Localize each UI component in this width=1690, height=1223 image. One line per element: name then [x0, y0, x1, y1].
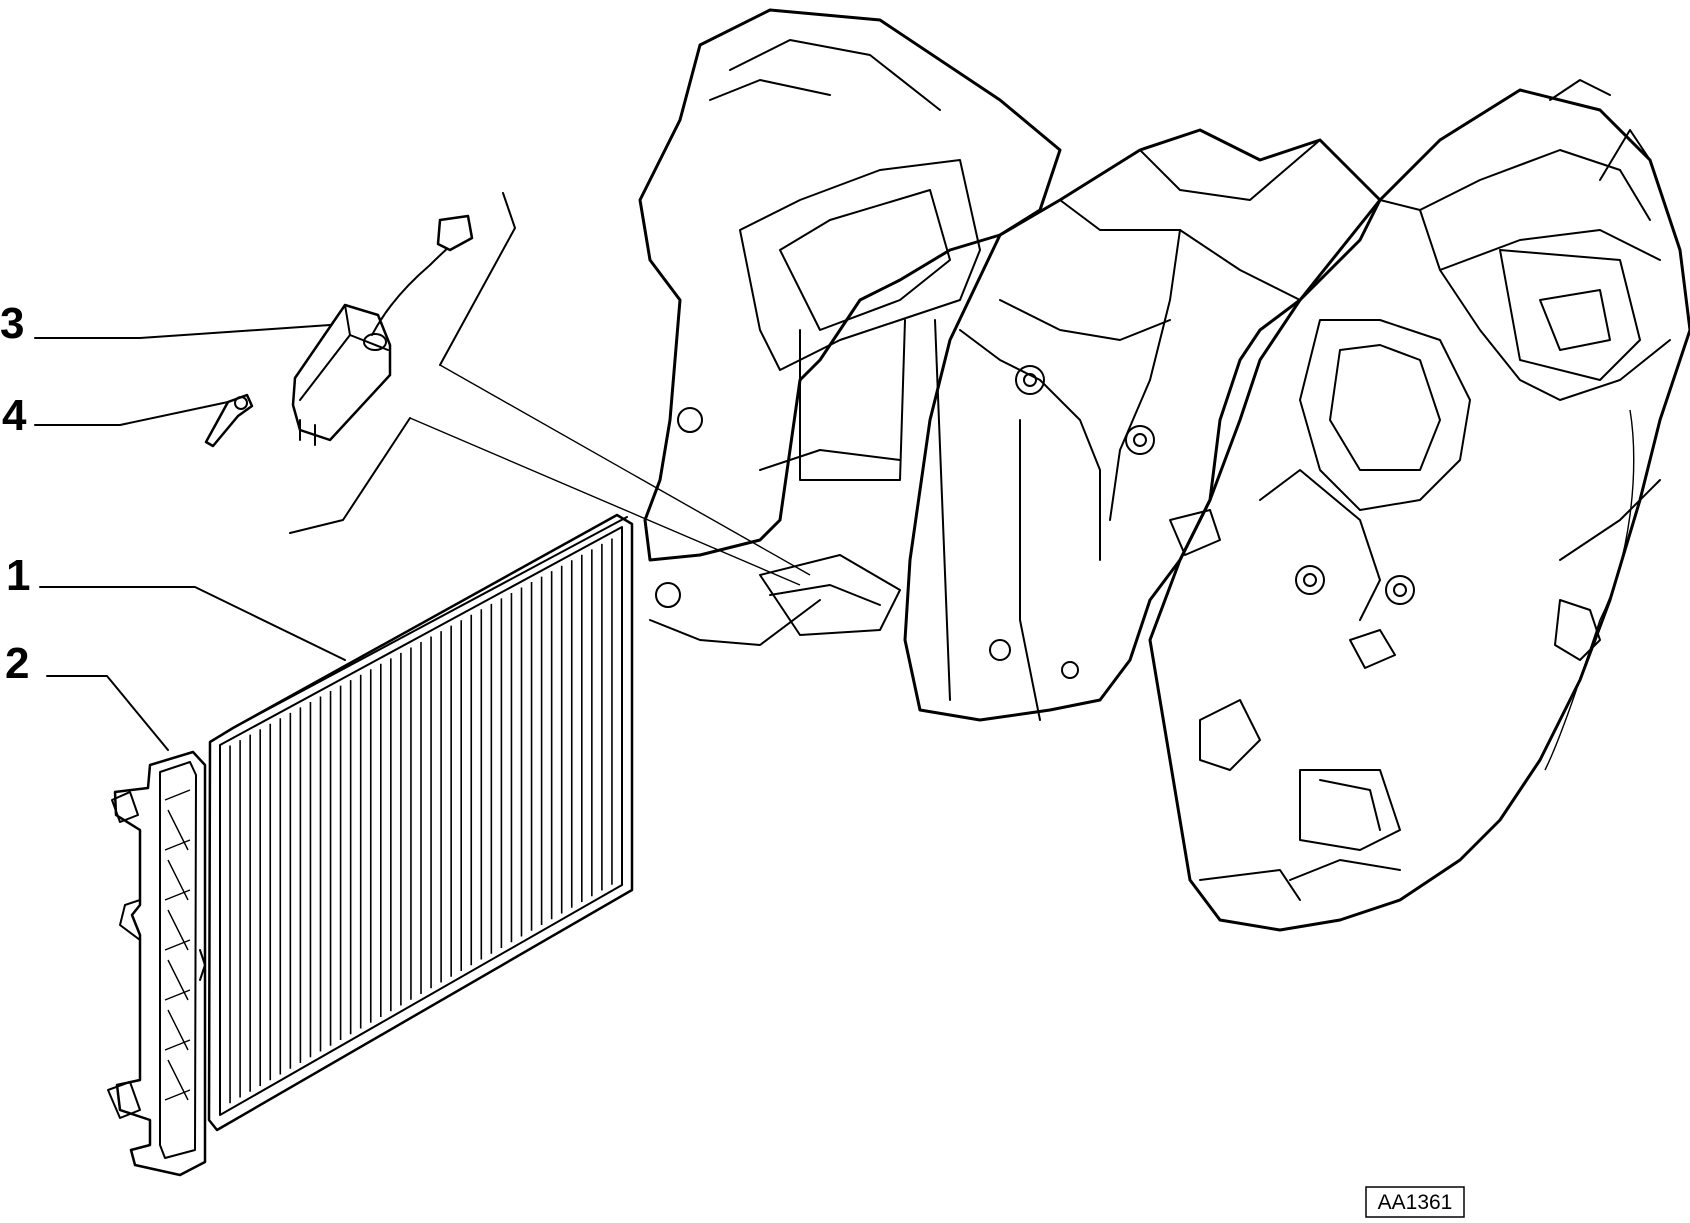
reference-code: AA1361 — [1378, 1191, 1453, 1214]
cabin-filter — [207, 513, 634, 1132]
callout-4: 4 — [2, 391, 27, 440]
leader-lines — [34, 324, 346, 751]
detail-frame-lines — [289, 192, 811, 586]
callout-3: 3 — [0, 299, 24, 348]
retaining-clip — [204, 393, 254, 448]
filter-cover — [107, 750, 207, 1177]
sensor-module — [291, 214, 474, 446]
callout-2: 2 — [5, 639, 29, 688]
hvac-housing-assembly — [638, 8, 1690, 932]
callout-1: 1 — [6, 551, 30, 600]
reference-code-box: AA1361 — [1365, 1186, 1465, 1218]
